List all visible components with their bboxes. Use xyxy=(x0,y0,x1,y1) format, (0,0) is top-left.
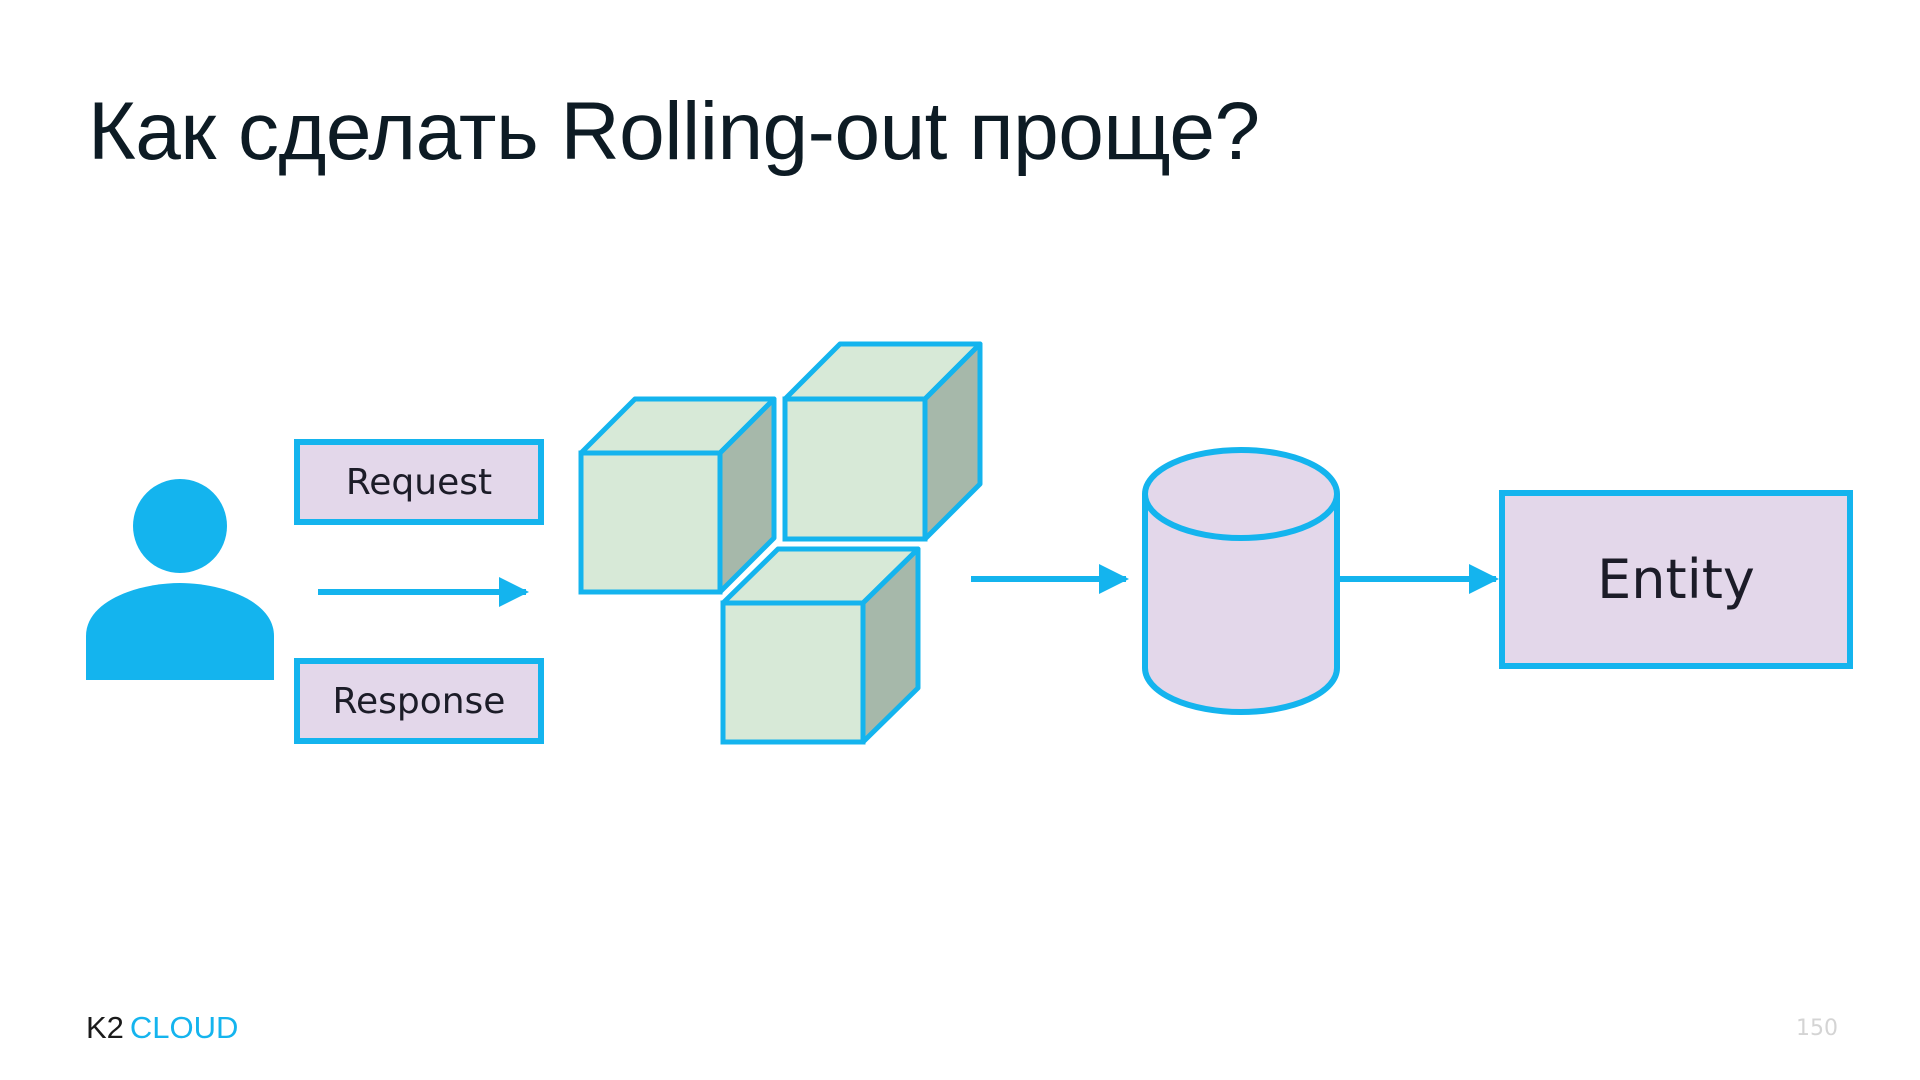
slide-title: Как сделать Rolling-out проще? xyxy=(88,86,1260,177)
service-cube-icon xyxy=(720,546,921,745)
request-label: Request xyxy=(346,462,492,503)
entity-label: Entity xyxy=(1597,548,1755,611)
response-label: Response xyxy=(333,681,506,722)
logo-cloud-text: CLOUD xyxy=(129,1010,239,1045)
entity-box: Entity xyxy=(1499,490,1853,669)
service-cube-icon xyxy=(782,341,983,542)
response-box: Response xyxy=(294,658,544,744)
service-cube-icon xyxy=(578,396,777,595)
page-number: 150 xyxy=(1796,1016,1838,1041)
database-icon xyxy=(1142,447,1340,715)
logo-k2-text: K2 xyxy=(86,1010,124,1045)
user-icon xyxy=(86,479,274,680)
request-box: Request xyxy=(294,439,544,525)
